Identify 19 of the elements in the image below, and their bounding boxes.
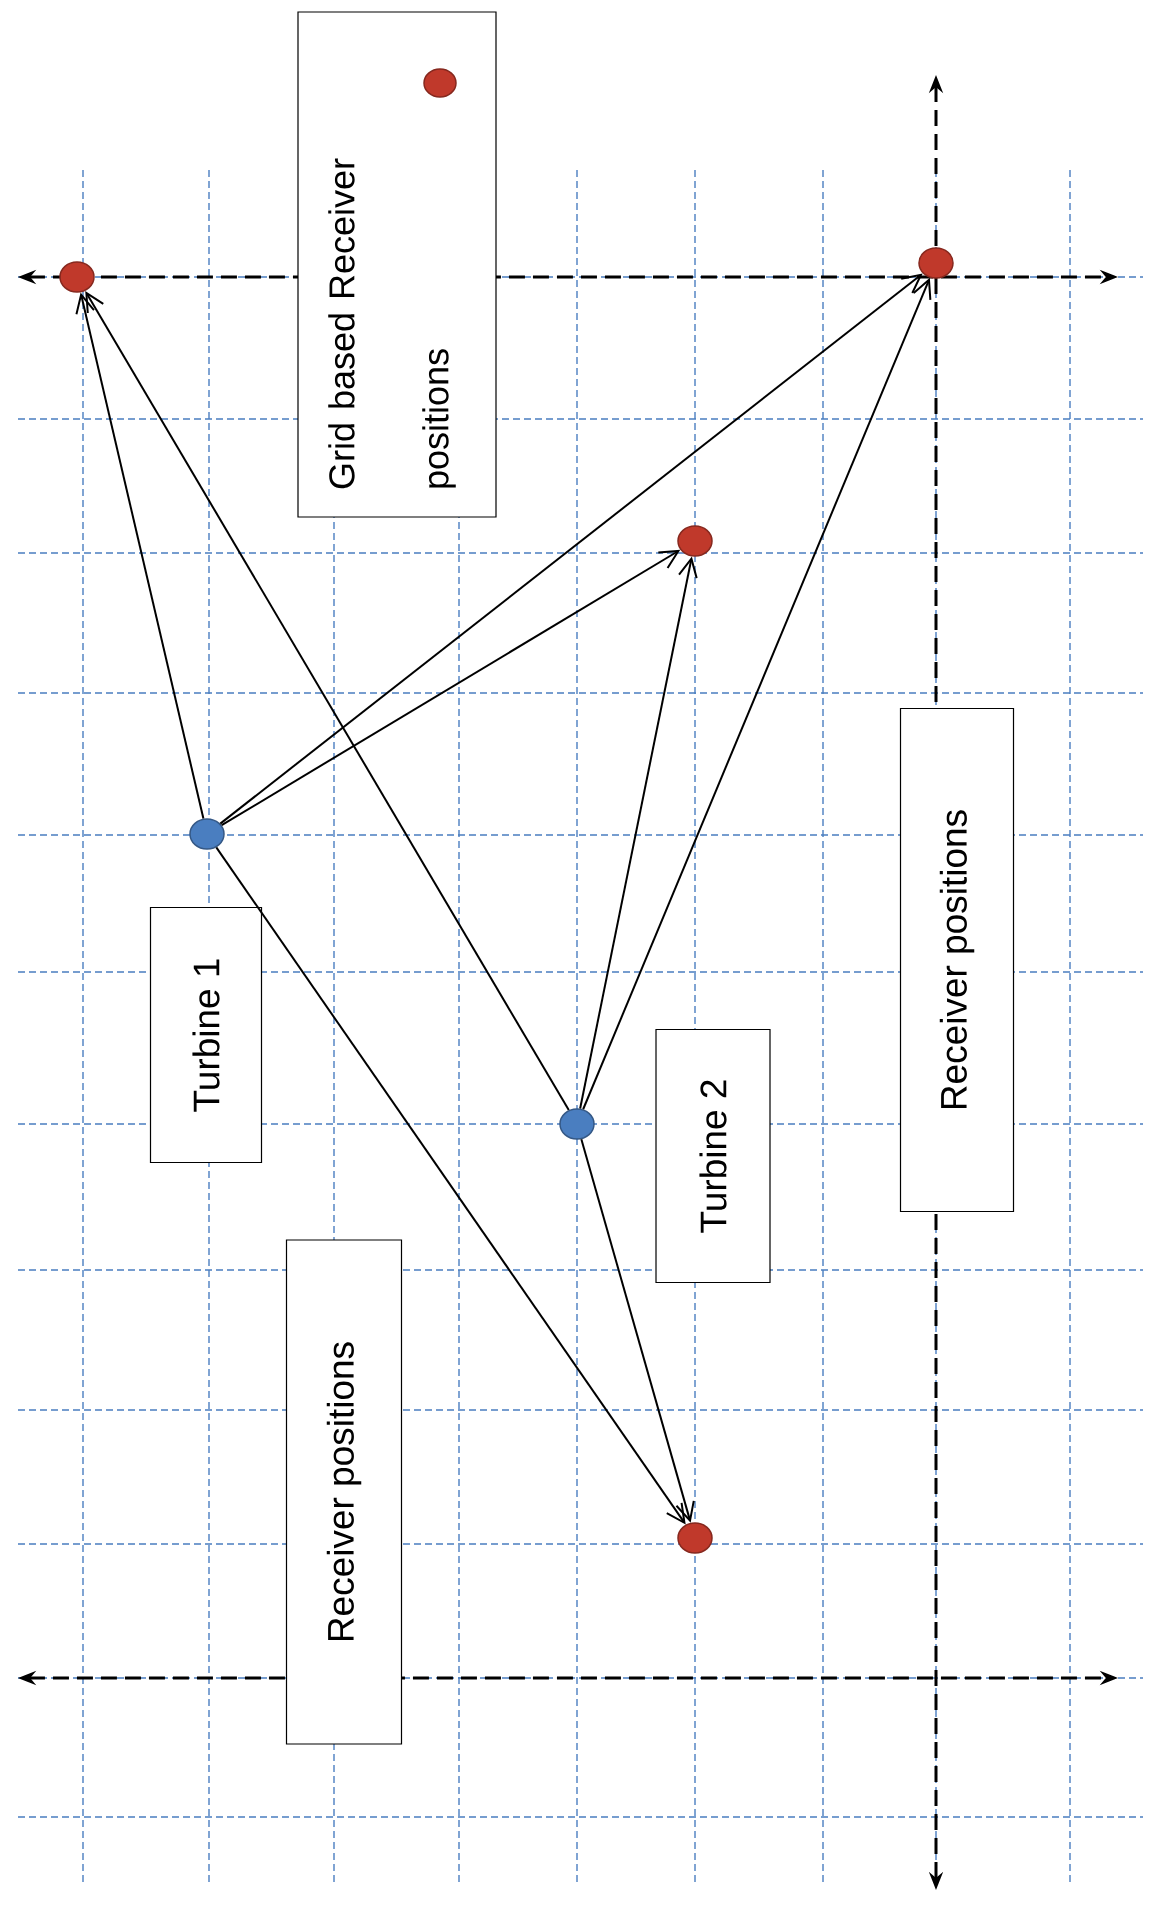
label-box: Turbine 2 [655, 1028, 771, 1284]
arrow [582, 277, 932, 1111]
receiver-dot [677, 1522, 713, 1554]
arrow [85, 290, 570, 1112]
label-box: Receiver positions [899, 707, 1015, 1213]
label-box: Receiver positions [285, 1239, 403, 1745]
arrow [219, 273, 923, 825]
arrow [580, 1138, 695, 1523]
arrow [75, 292, 205, 820]
label-box: Turbine 1 [149, 906, 263, 1164]
turbine-dot [559, 1108, 595, 1140]
turbine-dot [189, 818, 225, 850]
arrow [579, 556, 698, 1110]
receiver-dot [677, 525, 713, 557]
legend-text: Grid based Receiver positions [328, 158, 456, 489]
arrow [220, 549, 681, 827]
receiver-dot [59, 261, 95, 293]
arrow [215, 846, 686, 1525]
receiver-dot [918, 247, 954, 279]
